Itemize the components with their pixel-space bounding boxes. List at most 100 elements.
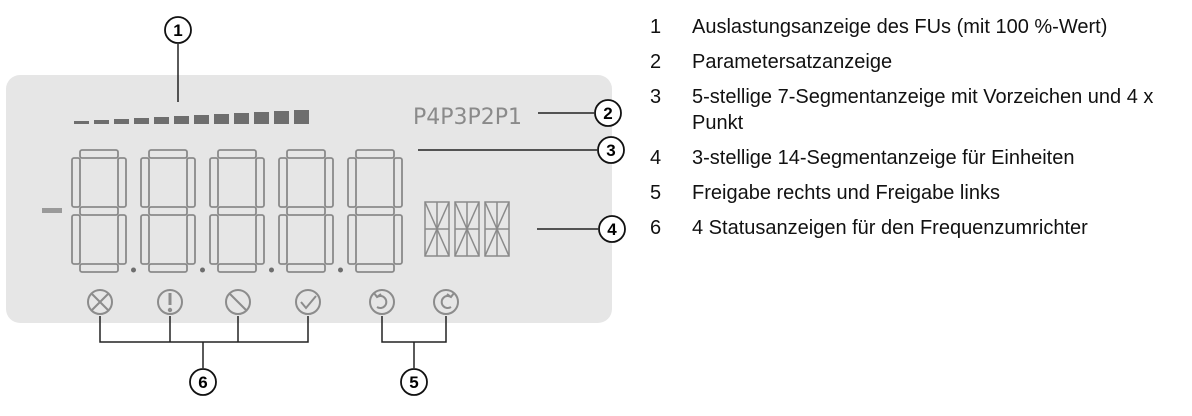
decimal-point — [269, 267, 274, 273]
legend-item: 5 Freigabe rechts und Freigabe links — [650, 180, 1185, 206]
legend-item: 4 3-stellige 14-Segmentanzeige für Einhe… — [650, 145, 1185, 171]
seven-segment-digit — [140, 149, 196, 273]
legend-item: 3 5-stellige 7-Segmentanzeige mit Vorzei… — [650, 84, 1185, 136]
legend-text: 3-stellige 14-Segmentanzeige für Einheit… — [692, 147, 1075, 169]
minus-sign — [42, 208, 62, 213]
char-segment — [484, 228, 498, 257]
load-bar-segment — [114, 119, 129, 124]
load-bar-segment — [254, 112, 269, 124]
digit-segment — [186, 214, 196, 265]
callout-circle-4: 4 — [598, 215, 626, 243]
legend-text: Parametersatzanzeige — [692, 51, 893, 73]
digit-segment — [278, 214, 288, 265]
seven-segment-digit — [71, 149, 127, 273]
lcd-panel — [6, 75, 612, 323]
load-bar-segment — [294, 110, 309, 124]
digit-segment — [286, 206, 326, 216]
digit-segment — [217, 263, 257, 273]
legend-item: 6 4 Statusanzeigen für den Frequenzumric… — [650, 215, 1185, 241]
legend-text: Auslastungsanzeige des FUs (mit 100 %-We… — [692, 16, 1108, 38]
load-bar-segment — [154, 117, 169, 124]
error-icon — [87, 289, 113, 315]
digit-segment — [217, 206, 257, 216]
digit-segment — [79, 149, 119, 159]
load-bar-segment — [174, 116, 189, 124]
digit-segment — [278, 157, 288, 208]
char-segment — [436, 228, 450, 257]
unit-characters — [424, 201, 510, 257]
digit-segment — [140, 214, 150, 265]
digit-segment — [79, 263, 119, 273]
digit-segment — [71, 157, 81, 208]
char-segment — [496, 228, 510, 257]
char-segment — [484, 201, 498, 230]
load-bar-segment — [134, 118, 149, 124]
digit-segment — [140, 157, 150, 208]
legend-text: 5-stellige 7-Segmentanzeige mit Vorzeich… — [692, 86, 1154, 134]
digit-segment — [209, 214, 219, 265]
callout-circle-1: 1 — [164, 16, 192, 44]
digit-segment — [71, 214, 81, 265]
decimal-point — [338, 267, 343, 273]
load-bar-segment — [274, 111, 289, 124]
fourteen-segment-char — [484, 201, 510, 257]
digit-segment — [148, 263, 188, 273]
char-segment — [466, 228, 480, 257]
digit-segment — [209, 157, 219, 208]
digit-segment — [255, 157, 265, 208]
svg-text:4: 4 — [607, 220, 617, 239]
legend-list: 1 Auslastungsanzeige des FUs (mit 100 %-… — [650, 14, 1185, 250]
char-segment — [466, 201, 480, 230]
legend-number: 4 — [650, 147, 662, 169]
digit-segment — [393, 157, 403, 208]
digit-segment — [355, 206, 395, 216]
digit-segment — [324, 214, 334, 265]
char-segment — [454, 201, 468, 230]
char-segment — [424, 201, 438, 230]
legend-number: 5 — [650, 182, 662, 204]
legend-number: 6 — [650, 217, 662, 239]
callout-circle-2: 2 — [594, 99, 622, 127]
legend-text: 4 Statusanzeigen für den Frequenzumricht… — [692, 217, 1088, 239]
legend-number: 1 — [650, 16, 662, 38]
rotate-right-icon — [433, 289, 459, 315]
rotate-left-icon — [369, 289, 395, 315]
digit-segment — [286, 263, 326, 273]
seven-segment-digit — [209, 149, 265, 273]
digit-segment — [217, 149, 257, 159]
digit-segment — [286, 149, 326, 159]
parameter-set-label: P4P3P2P1 — [413, 105, 522, 130]
digit-segment — [117, 157, 127, 208]
fourteen-segment-char — [424, 201, 450, 257]
digit-segment — [347, 214, 357, 265]
load-bar-segment — [94, 120, 109, 124]
decimal-point — [131, 267, 136, 273]
callout-circle-3: 3 — [597, 136, 625, 164]
char-segment — [496, 201, 510, 230]
digit-segment — [324, 157, 334, 208]
digit-segment — [117, 214, 127, 265]
fourteen-segment-char — [454, 201, 480, 257]
svg-text:2: 2 — [603, 104, 612, 123]
char-segment — [454, 228, 468, 257]
inhibit-icon — [225, 289, 251, 315]
svg-text:1: 1 — [173, 21, 182, 40]
callout-lines — [99, 44, 598, 368]
legend-item: 2 Parametersatzanzeige — [650, 49, 1185, 75]
char-segment — [436, 201, 450, 230]
load-bar-segment — [214, 114, 229, 124]
legend-number: 3 — [650, 86, 662, 108]
legend-number: 2 — [650, 51, 662, 73]
svg-text:5: 5 — [409, 373, 418, 392]
legend-text: Freigabe rechts und Freigabe links — [692, 182, 1000, 204]
load-bar-segment — [234, 113, 249, 124]
svg-text:3: 3 — [606, 141, 615, 160]
lcd-diagram: P4P3P2P1 — [6, 16, 626, 396]
seven-segment-digit — [347, 149, 403, 273]
warning-icon — [157, 289, 183, 315]
seven-segment-digit — [278, 149, 334, 273]
load-bar — [74, 110, 309, 124]
digit-segment — [148, 149, 188, 159]
digit-segment — [186, 157, 196, 208]
digit-segment — [148, 206, 188, 216]
